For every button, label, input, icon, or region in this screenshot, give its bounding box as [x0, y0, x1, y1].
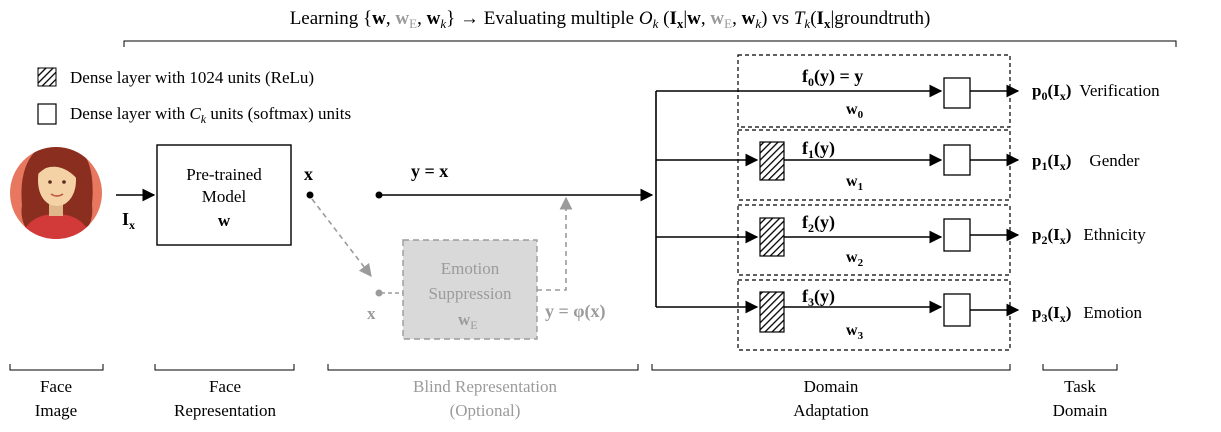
branch-function: f3(y) [802, 286, 835, 309]
section-domain-adaptation-line1: Domain [804, 377, 859, 396]
section-face-image-line1: Face [40, 377, 72, 396]
blind-input-dot [375, 289, 383, 297]
legend-dense-softmax: Dense layer with Ck units (softmax) unit… [70, 104, 351, 126]
pretrained-line3: w [218, 211, 231, 230]
section-face-representation-line2: Representation [174, 401, 276, 420]
bracket-face-image [9, 364, 104, 371]
blind-input-arrow [311, 198, 372, 278]
branch-function: f0(y) = y [802, 66, 863, 89]
bypass-label: y = x [411, 161, 448, 181]
branch-ethnicity: f2(y) w2 p2(Ix)Ethnicity [656, 204, 1146, 276]
branch-prediction: p1(Ix)Gender [1032, 151, 1140, 173]
header-title: Learning {w, wE, wk} → Evaluating multip… [290, 8, 931, 31]
emotion-suppression-line3: wE [458, 310, 478, 332]
header-bracket [123, 40, 1177, 47]
blind-output-arrow [537, 196, 573, 291]
branch-box [737, 204, 1011, 276]
pretrained-line2: Model [202, 187, 247, 206]
branch-function: f2(y) [802, 212, 835, 235]
emotion-suppression-line2: Suppression [428, 284, 512, 303]
input-label: Ix [122, 209, 135, 232]
relu-layer [759, 141, 785, 181]
branch-weight: w2 [846, 249, 864, 269]
section-task-domain-line1: Task [1064, 377, 1096, 396]
face-avatar-icon [10, 147, 102, 239]
pretrained-model-box [156, 144, 292, 246]
section-blind-representation-line1: Blind Representation [413, 377, 558, 396]
branch-emotion: f3(y) w3 p3(Ix)Emotion [656, 279, 1142, 351]
pretrained-output-dot [306, 191, 314, 199]
branch-prediction: p0(Ix)Verification [1032, 81, 1160, 103]
softmax-layer [943, 218, 971, 252]
emotion-suppression-line1: Emotion [441, 259, 500, 278]
legend-hatched-swatch [37, 67, 57, 87]
branch-weight: w0 [846, 101, 864, 121]
bracket-blind-representation [327, 364, 639, 371]
branch-gender: f1(y) w1 p1(Ix)Gender [656, 129, 1140, 201]
branch-prediction: p2(Ix)Ethnicity [1032, 225, 1146, 247]
blind-input-label: x [367, 304, 376, 323]
relu-layer [759, 291, 785, 333]
pretrained-output-label: x [304, 164, 313, 184]
softmax-layer [943, 77, 971, 109]
relu-layer [759, 217, 785, 257]
branch-box [737, 279, 1011, 351]
bracket-face-representation [154, 364, 295, 371]
blind-output-label: y = φ(x) [545, 301, 605, 322]
bracket-task-domain [1042, 364, 1118, 371]
softmax-layer [943, 293, 971, 327]
section-face-representation-line1: Face [209, 377, 241, 396]
branch-function: f1(y) [802, 138, 835, 161]
softmax-layer [943, 144, 971, 176]
section-blind-representation-line2: (Optional) [450, 401, 521, 420]
pretrained-line1: Pre-trained [186, 165, 262, 184]
bracket-domain-adaptation [651, 364, 1011, 371]
legend-dense-relu: Dense layer with 1024 units (ReLu) [70, 68, 314, 87]
branch-verification: f0(y) = y w0 p0(Ix)Verification [656, 54, 1160, 128]
branch-weight: w3 [846, 322, 864, 342]
section-face-image-line2: Image [35, 401, 77, 420]
section-domain-adaptation-line2: Adaptation [793, 401, 869, 420]
section-task-domain-line2: Domain [1053, 401, 1108, 420]
branch-prediction: p3(Ix)Emotion [1032, 303, 1142, 325]
branch-box [737, 129, 1011, 201]
branch-weight: w1 [846, 173, 863, 193]
legend-white-swatch [37, 103, 57, 125]
emotion-suppression-box [402, 239, 538, 340]
